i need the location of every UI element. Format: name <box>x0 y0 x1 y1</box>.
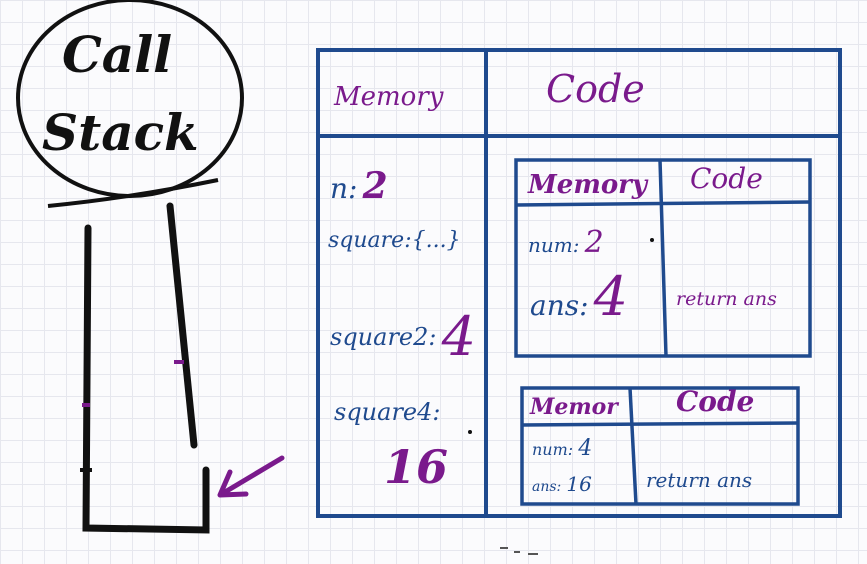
var-value: 16 <box>566 472 592 496</box>
var-value: 4 <box>441 305 476 368</box>
var-value: 4 <box>578 436 593 461</box>
ec1-code-text: return ans <box>676 288 777 310</box>
var-value: 2 <box>362 165 388 207</box>
ec2-var-num: num: 4 <box>532 438 592 460</box>
global-code-header: Code <box>546 67 645 111</box>
var-value: {...} <box>411 228 461 253</box>
global-var-square4-value: 16 <box>384 440 449 494</box>
global-context-box <box>316 48 842 518</box>
ec1-memory-header: Memory <box>528 170 647 200</box>
stack-container <box>82 202 210 534</box>
call-stack-underline <box>47 178 219 208</box>
global-memory-header: Memory <box>334 82 444 112</box>
var-value: 2 <box>584 225 604 260</box>
exec-context-2-box <box>520 386 800 506</box>
ec2-memory-header: Memor <box>530 394 618 420</box>
global-var-square: square:{...} <box>328 230 461 252</box>
call-stack-title-line1: Call <box>62 25 173 84</box>
exec-context-1-box <box>514 158 812 358</box>
ec1-var-ans: ans: 4 <box>530 270 628 324</box>
ec2-code-text: return ans <box>646 468 753 492</box>
var-name: ans: <box>530 289 589 322</box>
push-arrow-icon <box>217 455 285 498</box>
var-name: ans: <box>532 479 562 495</box>
var-name: n: <box>330 172 358 205</box>
var-name: square2: <box>330 323 437 351</box>
ec1-code-header: Code <box>690 162 763 195</box>
var-name: num: <box>528 233 580 257</box>
var-value: 4 <box>593 265 628 328</box>
ec1-var-num: num: 2 <box>528 228 604 258</box>
var-name: num: <box>532 440 574 459</box>
ec2-code-header: Code <box>676 385 755 418</box>
global-var-n: n: 2 <box>330 168 388 204</box>
ec2-var-ans: ans: 16 <box>532 474 592 495</box>
var-name: square: <box>328 228 412 253</box>
global-var-square2: square2: 4 <box>330 300 476 364</box>
global-var-square4-name: square4: <box>334 398 441 426</box>
call-stack-title-line2: Stack <box>42 103 199 162</box>
